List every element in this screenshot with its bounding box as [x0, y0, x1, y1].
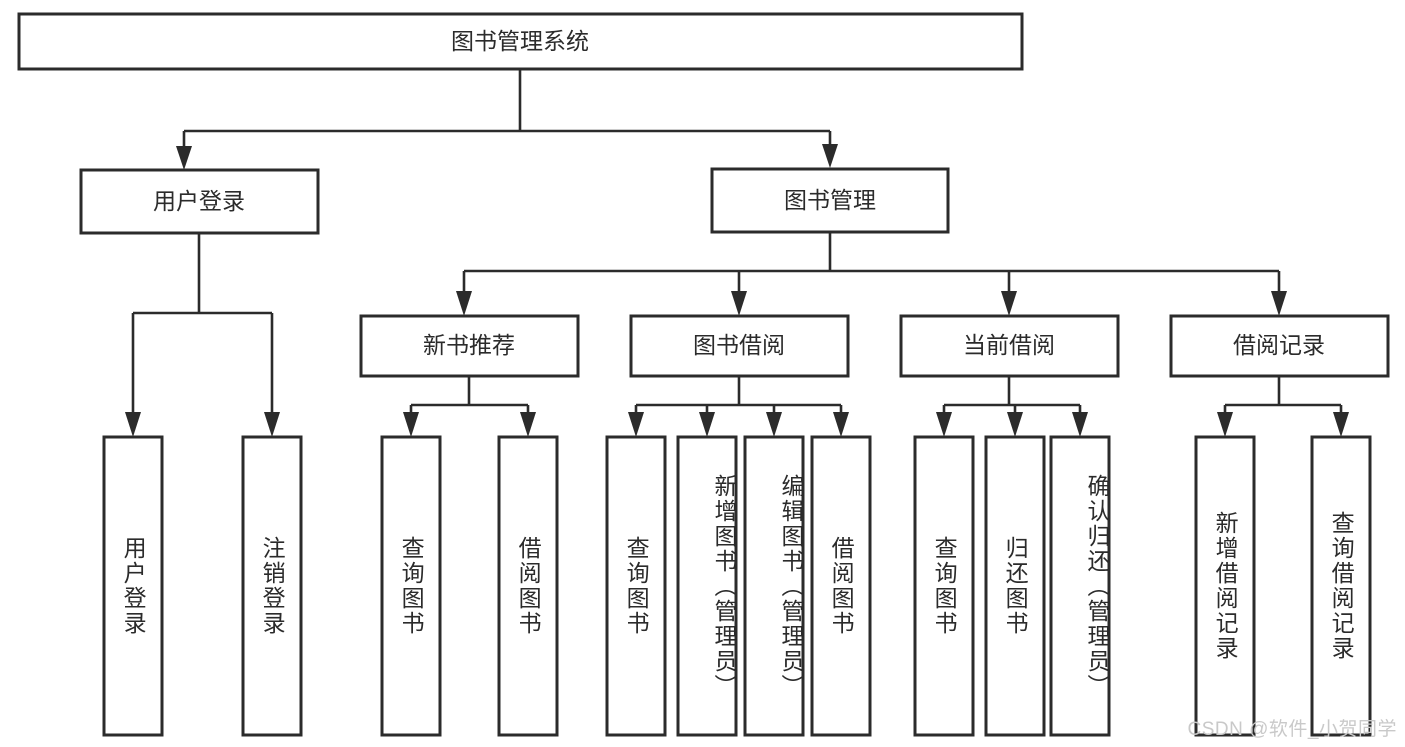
connector-group-bookmgmt	[456, 232, 1287, 316]
leaf-box-borrowrecord-2[interactable]	[1310, 435, 1372, 737]
node-label-user-login: 用户登录	[153, 188, 245, 214]
leaf-box-bookborrow-4[interactable]	[810, 435, 872, 737]
arrowhead-leaf-borrowrecord-2	[1333, 412, 1349, 437]
leaf-box-currentborrow-3[interactable]	[1049, 435, 1111, 737]
leaf-box-user-login-2[interactable]	[241, 435, 303, 737]
leaf-box-bookborrow-2[interactable]	[676, 435, 738, 737]
arrowhead-leaf-bookborrow-4	[833, 412, 849, 437]
arrowhead-leaf-currentborrow-1	[936, 412, 952, 437]
arrowhead-leaf-newbook-1	[403, 412, 419, 437]
arrowhead-newbook	[456, 291, 472, 316]
node-box-user-login[interactable]	[79, 168, 320, 235]
leaf-box-currentborrow-1[interactable]	[913, 435, 975, 737]
csdn-watermark: CSDN @软件_小贺同学	[1187, 719, 1397, 740]
connector-group-currentborrow	[936, 376, 1088, 437]
connector-group-newbook	[403, 376, 536, 437]
node-label-root: 图书管理系统	[451, 28, 589, 54]
arrowhead-leaf-bookborrow-1	[628, 412, 644, 437]
connector-group-borrowrecord	[1217, 376, 1349, 437]
arrowhead-leaf-user-login-2	[264, 412, 280, 437]
arrowhead-leaf-currentborrow-2	[1007, 412, 1023, 437]
leaf-box-currentborrow-2[interactable]	[984, 435, 1046, 737]
arrowhead-bookmgmt	[822, 144, 838, 168]
arrowhead-bookborrow	[731, 291, 747, 316]
arrowhead-borrowrecord	[1271, 291, 1287, 316]
leaf-box-newbook-2[interactable]	[497, 435, 559, 737]
leaf-box-bookborrow-1[interactable]	[605, 435, 667, 737]
node-label-borrow-record: 借阅记录	[1233, 332, 1325, 358]
node-label-current-borrow: 当前借阅	[963, 332, 1055, 358]
node-box-root[interactable]	[17, 12, 1024, 71]
connector-group-bookborrow	[628, 376, 849, 437]
connector-group-root	[176, 69, 838, 170]
arrowhead-currentborrow	[1001, 291, 1017, 316]
node-box-book-management[interactable]	[710, 167, 950, 234]
node-box-borrow-record[interactable]	[1169, 314, 1390, 378]
leaf-box-borrowrecord-1[interactable]	[1194, 435, 1256, 737]
arrowhead-leaf-bookborrow-2	[699, 412, 715, 437]
node-box-book-borrow[interactable]	[629, 314, 850, 378]
arrowhead-leaf-newbook-2	[520, 412, 536, 437]
node-box-new-book-recommend[interactable]	[359, 314, 580, 378]
connector-group-userlogin	[125, 233, 280, 437]
node-label-book-management: 图书管理	[784, 187, 876, 213]
leaf-box-user-login-1[interactable]	[102, 435, 164, 737]
arrowhead-userlogin	[176, 146, 192, 170]
arrowhead-leaf-bookborrow-3	[766, 412, 782, 437]
arrowhead-leaf-user-login-1	[125, 412, 141, 437]
arrowhead-leaf-borrowrecord-1	[1217, 412, 1233, 437]
leaf-box-newbook-1[interactable]	[380, 435, 442, 737]
node-label-book-borrow: 图书借阅	[693, 332, 785, 358]
node-box-current-borrow[interactable]	[899, 314, 1120, 378]
node-label-new-book-recommend: 新书推荐	[423, 332, 515, 358]
leaf-box-bookborrow-3[interactable]	[743, 435, 805, 737]
arrowhead-leaf-currentborrow-3	[1072, 412, 1088, 437]
